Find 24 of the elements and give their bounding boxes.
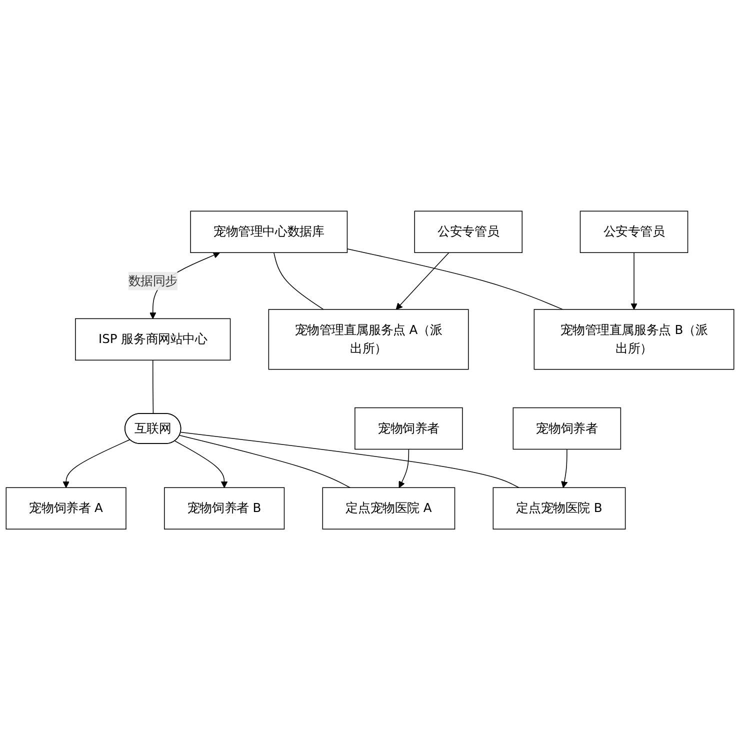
arrow [561, 448, 568, 488]
node-box: 宠物管理直属服务点 A（派出所） [268, 308, 469, 370]
arrow [398, 448, 410, 488]
node-box: 宠物饲养者 [512, 407, 622, 450]
node-box: 公安专管员 [414, 210, 523, 253]
arrow [396, 252, 450, 310]
node-box: 宠物饲养者 A [6, 487, 126, 530]
node-box: 宠物饲养者 B [164, 487, 285, 530]
edge-label: 数据同步 [128, 273, 178, 288]
node-box: 公安专管员 [580, 210, 688, 253]
arrow [630, 252, 638, 310]
node-box: 宠物饲养者 [354, 407, 463, 450]
connector [273, 252, 324, 310]
arrow [62, 439, 130, 488]
node-box: ISP 服务商网站中心 [75, 318, 231, 360]
node-box: 宠物管理直属服务点 B（派出所） [534, 308, 734, 370]
connector [152, 360, 154, 414]
connector [180, 432, 520, 488]
arrow [174, 440, 228, 488]
connector [346, 248, 564, 310]
node-box: 定点宠物医院 A [322, 487, 456, 530]
connector [179, 434, 350, 488]
node-box: 宠物管理中心数据库 [190, 210, 348, 253]
node-box: 定点宠物医院 B [492, 487, 626, 530]
